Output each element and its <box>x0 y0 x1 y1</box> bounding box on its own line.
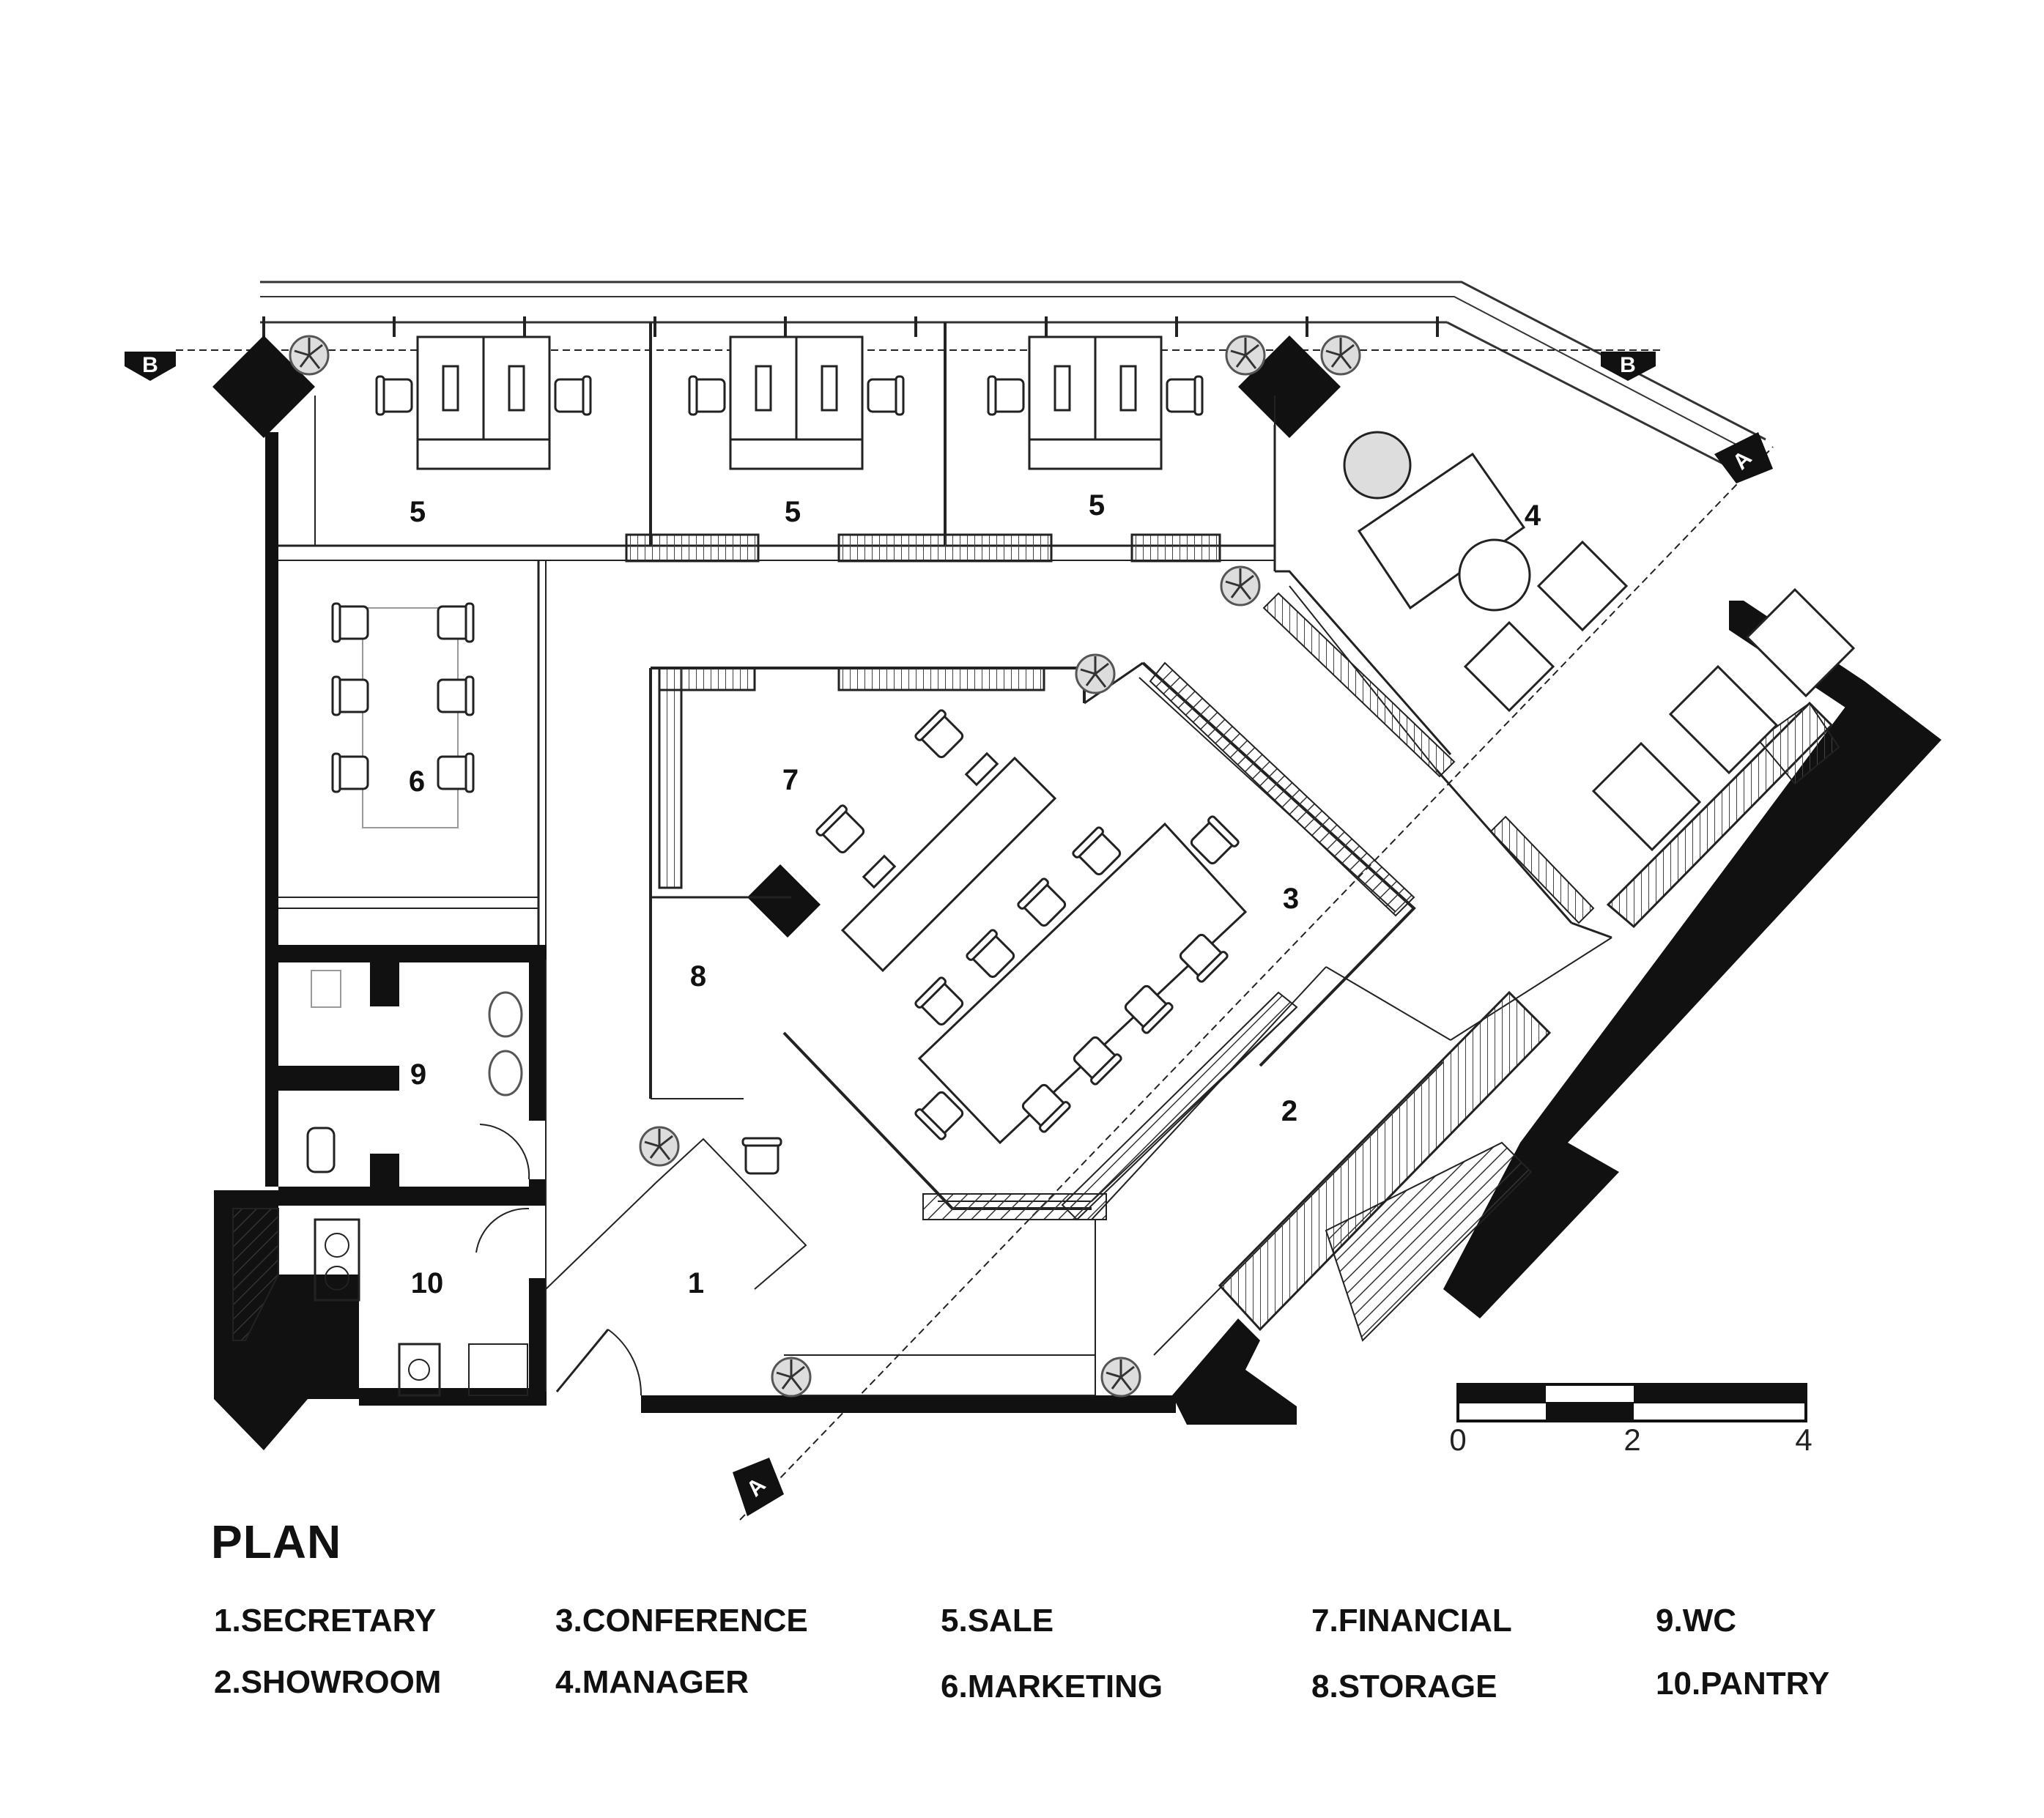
legend-item-3: 3.CONFERENCE <box>555 1603 808 1639</box>
section-marker-b-right: B <box>1601 352 1656 381</box>
section-marker-b-right-label: B <box>1620 353 1636 377</box>
conference-table <box>913 814 1248 1145</box>
scale-label-4: 4 <box>1795 1422 1812 1457</box>
section-marker-a-top: A <box>1714 432 1773 483</box>
legend-item-8: 8.STORAGE <box>1311 1669 1497 1704</box>
top-facade <box>260 281 1766 478</box>
legend-item-5: 5.SALE <box>941 1603 1054 1639</box>
scale-label-0: 0 <box>1449 1422 1466 1457</box>
section-marker-b-left-label: B <box>142 353 158 377</box>
wc-fixtures <box>306 970 530 1180</box>
section-marker-a-bottom: A <box>733 1458 784 1516</box>
legend-item-9: 9.WC <box>1656 1603 1736 1639</box>
room-label-7: 7 <box>782 764 799 796</box>
walls <box>212 335 1941 1450</box>
room-label-5a: 5 <box>410 496 426 528</box>
section-line-b: B B <box>125 349 1663 381</box>
section-line-a: A A <box>733 432 1774 1521</box>
manager-furniture <box>1343 431 1856 852</box>
plan-title: PLAN <box>211 1515 342 1568</box>
legend-item-7: 7.FINANCIAL <box>1311 1603 1512 1639</box>
room-label-10: 10 <box>411 1267 444 1299</box>
room-label-4: 4 <box>1525 500 1541 532</box>
scale-label-2: 2 <box>1623 1422 1640 1457</box>
secretary-chair <box>741 1137 782 1175</box>
room-label-1: 1 <box>688 1267 704 1299</box>
legend-item-1: 1.SECRETARY <box>214 1603 437 1639</box>
legend-item-6: 6.MARKETING <box>941 1669 1163 1704</box>
section-marker-b-left: B <box>125 352 176 381</box>
entrance-door <box>555 1329 643 1396</box>
room-label-5b: 5 <box>785 496 801 528</box>
pantry-fixtures <box>314 1207 530 1397</box>
room-label-2: 2 <box>1281 1095 1297 1127</box>
room-labels: 1 2 3 4 5 5 5 6 7 8 9 10 <box>409 489 1541 1299</box>
room-label-6: 6 <box>409 765 425 798</box>
room-label-9: 9 <box>410 1058 426 1091</box>
marketing-table <box>331 602 475 828</box>
legend-item-10: 10.PANTRY <box>1656 1666 1830 1702</box>
room-label-8: 8 <box>690 960 706 993</box>
scale-bar: 0 2 4 <box>1449 1383 1812 1457</box>
room-label-3: 3 <box>1283 883 1299 915</box>
legend-item-2: 2.SHOWROOM <box>214 1664 442 1700</box>
storage-bands <box>232 533 1840 1342</box>
room-label-5c: 5 <box>1089 489 1105 522</box>
financial-desks <box>814 708 1057 973</box>
legend-item-4: 4.MANAGER <box>555 1664 749 1700</box>
sale-workstations <box>375 335 1204 470</box>
